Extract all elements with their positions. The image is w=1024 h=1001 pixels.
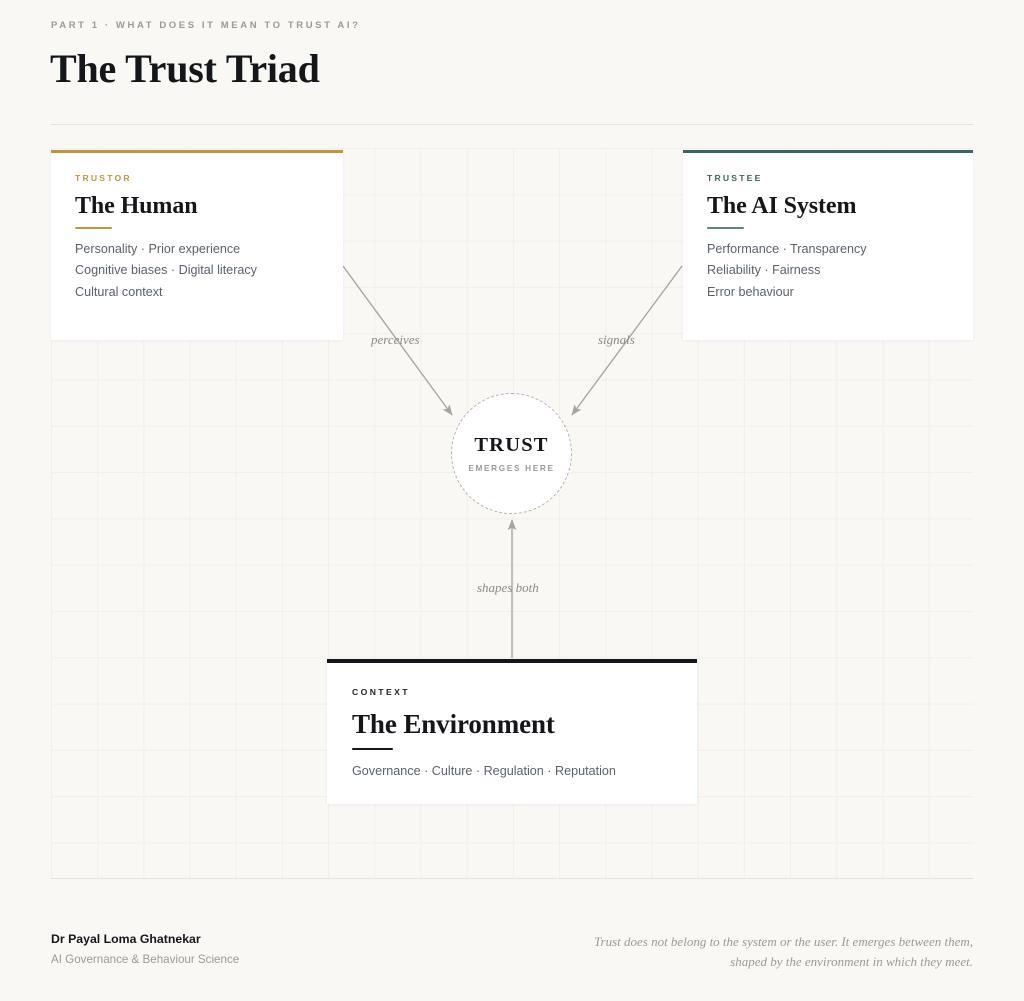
node-eyebrow-trustor: TRUSTOR bbox=[75, 173, 132, 183]
node-title-human: The Human bbox=[75, 193, 198, 219]
title-underline-dark bbox=[352, 748, 393, 750]
footer-author-name: Dr Payal Loma Ghatnekar bbox=[51, 932, 201, 946]
attribute-line: Personality · Prior experience bbox=[75, 242, 241, 256]
edge-label-perceives: perceives bbox=[371, 332, 420, 347]
title-underline-teal bbox=[707, 227, 744, 229]
node-eyebrow-context: CONTEXT bbox=[352, 687, 410, 697]
attribute-line: Error behaviour bbox=[707, 284, 794, 299]
node-title-environment: The Environment bbox=[352, 709, 555, 739]
attribute-line: Governance · Culture · Regulation · Repu… bbox=[352, 764, 616, 778]
node-card-environment[interactable]: CONTEXT The Environment Governance · Cul… bbox=[327, 659, 697, 804]
attribute-line: Cognitive biases · Digital literacy bbox=[75, 263, 257, 278]
title-underline-gold bbox=[75, 227, 112, 229]
attribute-line: Performance · Transparency bbox=[707, 242, 867, 256]
section-kicker: PART 1 · WHAT DOES IT MEAN TO TRUST AI? bbox=[51, 20, 361, 31]
trust-node-subtitle: EMERGES HERE bbox=[468, 464, 555, 473]
node-attributes-environment: Governance · Culture · Regulation · Repu… bbox=[352, 761, 697, 782]
attribute-line: Reliability · Fairness bbox=[707, 263, 821, 278]
attribute-line: Cultural context bbox=[75, 284, 163, 299]
edge-label-shapes-both: shapes both bbox=[477, 580, 539, 595]
header-divider bbox=[51, 124, 973, 125]
node-title-ai-system: The AI System bbox=[707, 193, 857, 219]
accent-bar-gold bbox=[51, 150, 343, 153]
accent-bar-teal bbox=[683, 150, 973, 153]
footer-author-role: AI Governance & Behaviour Science bbox=[51, 953, 240, 966]
trust-center-node[interactable]: TRUST EMERGES HERE bbox=[451, 393, 572, 514]
page-title: The Trust Triad bbox=[50, 46, 320, 91]
footer-divider bbox=[51, 878, 973, 879]
footer-quote: Trust does not belong to the system or t… bbox=[594, 934, 973, 969]
edge-label-signals: signals bbox=[598, 332, 635, 347]
node-card-ai-system[interactable]: TRUSTEE The AI System Performance · Tran… bbox=[683, 150, 973, 340]
trust-node-title: TRUST bbox=[474, 434, 549, 456]
node-eyebrow-trustee: TRUSTEE bbox=[707, 173, 763, 183]
node-attributes-ai-system: Performance · Transparency Reliability ·… bbox=[707, 239, 973, 303]
node-attributes-human: Personality · Prior experience Cognitive… bbox=[75, 239, 343, 303]
accent-bar-dark bbox=[327, 659, 697, 663]
node-card-human[interactable]: TRUSTOR The Human Personality · Prior ex… bbox=[51, 150, 343, 340]
